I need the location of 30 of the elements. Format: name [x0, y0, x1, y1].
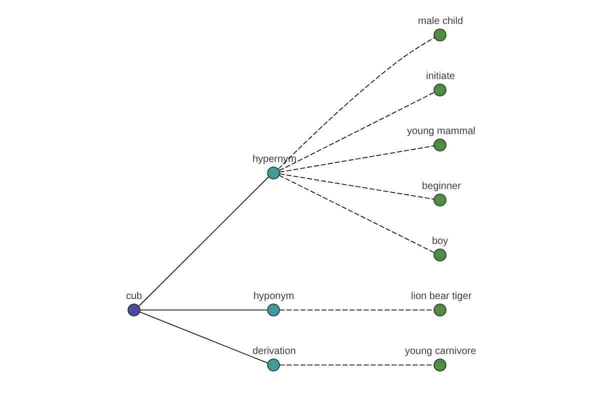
node-label: hyponym — [253, 291, 294, 302]
connector — [278, 364, 434, 366]
node-circle — [127, 304, 140, 316]
node-label: hypernym — [252, 154, 296, 165]
node-circle — [433, 138, 446, 152]
node-label: beginner — [422, 181, 460, 192]
node-circle — [433, 358, 446, 372]
node-circle — [433, 84, 446, 96]
node-label: boy — [432, 236, 448, 247]
node-circle — [433, 194, 446, 206]
node-label: young carnivore — [404, 346, 476, 357]
node-label: lion bear tiger — [410, 291, 472, 302]
connector — [278, 37, 434, 170]
node-circle — [266, 304, 280, 316]
connector — [278, 145, 434, 173]
node-label: initiate — [426, 71, 454, 82]
node-circle — [433, 248, 446, 262]
connector — [138, 176, 269, 306]
node-label: male child — [418, 16, 463, 27]
node-circle — [266, 358, 280, 372]
node-circle — [433, 28, 446, 42]
node-label: derivation — [252, 346, 296, 357]
node-circle — [433, 304, 446, 316]
connector — [278, 173, 434, 200]
connector — [138, 312, 268, 364]
node-label: cub — [126, 291, 142, 302]
node-label: young mammal — [406, 126, 475, 137]
node-circle — [266, 166, 280, 180]
connector — [278, 92, 434, 172]
connector — [278, 174, 434, 254]
